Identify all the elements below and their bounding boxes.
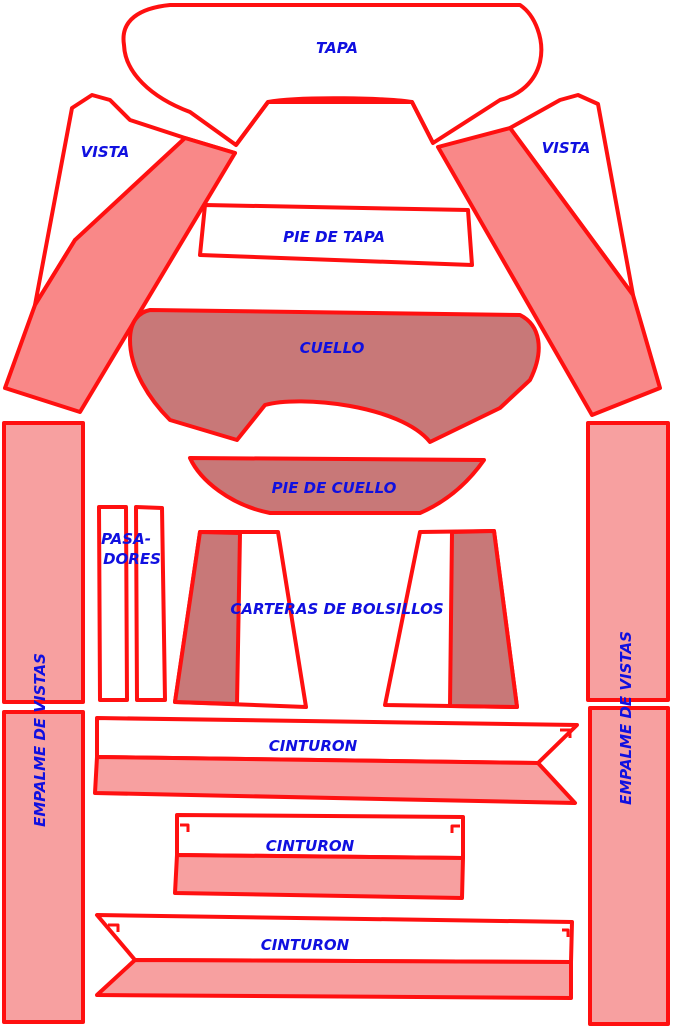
cinturon-3-bottom [95, 958, 573, 1000]
empalme-left-bottom [2, 710, 85, 1024]
cinturon-3-notch [562, 928, 570, 937]
pie-de-tapa-piece [198, 203, 474, 267]
cinturon-2-notch [180, 823, 190, 832]
empalme-left-label: EMPALME DE VISTAS [31, 653, 49, 827]
vista-right-label: VISTA [542, 139, 591, 157]
pasador-piece [97, 505, 129, 702]
cuello-label: CUELLO [300, 339, 365, 357]
pie-de-cuello-piece [188, 456, 486, 515]
cartera-left-fold [173, 530, 242, 706]
cinturon-3-label: CINTURON [261, 936, 350, 954]
cartera-right-fold [448, 529, 519, 709]
cinturon-2-notch [450, 824, 460, 833]
vista-left-label: VISTA [81, 143, 130, 161]
cinturon-1-label: CINTURON [269, 737, 358, 755]
vista-left-strip [3, 136, 237, 414]
cinturon-2-bottom [173, 853, 465, 900]
tapa-piece [121, 3, 544, 147]
pasador-piece [134, 505, 167, 702]
vista-right-strip [436, 126, 662, 417]
empalme-left-top [2, 421, 85, 704]
cinturon-2-label: CINTURON [266, 837, 355, 855]
pasadores-label-1: PASA- [101, 530, 151, 548]
empalme-right-bottom [588, 706, 670, 1026]
cinturon-1-notch [560, 728, 572, 738]
cuello-piece [128, 308, 541, 444]
carteras-label: CARTERAS DE BOLSILLOS [230, 600, 443, 618]
pie-de-tapa-label: PIE DE TAPA [283, 228, 385, 246]
empalme-right-label: EMPALME DE VISTAS [617, 631, 635, 805]
pasadores-label-2: DORES [103, 550, 161, 568]
empalme-right-top [586, 421, 670, 702]
pie-de-cuello-label: PIE DE CUELLO [272, 479, 397, 497]
cinturon-3-notch [108, 923, 120, 932]
tapa-label: TAPA [316, 39, 358, 57]
cinturon-1-bottom [93, 755, 577, 805]
body-outline [234, 100, 435, 147]
